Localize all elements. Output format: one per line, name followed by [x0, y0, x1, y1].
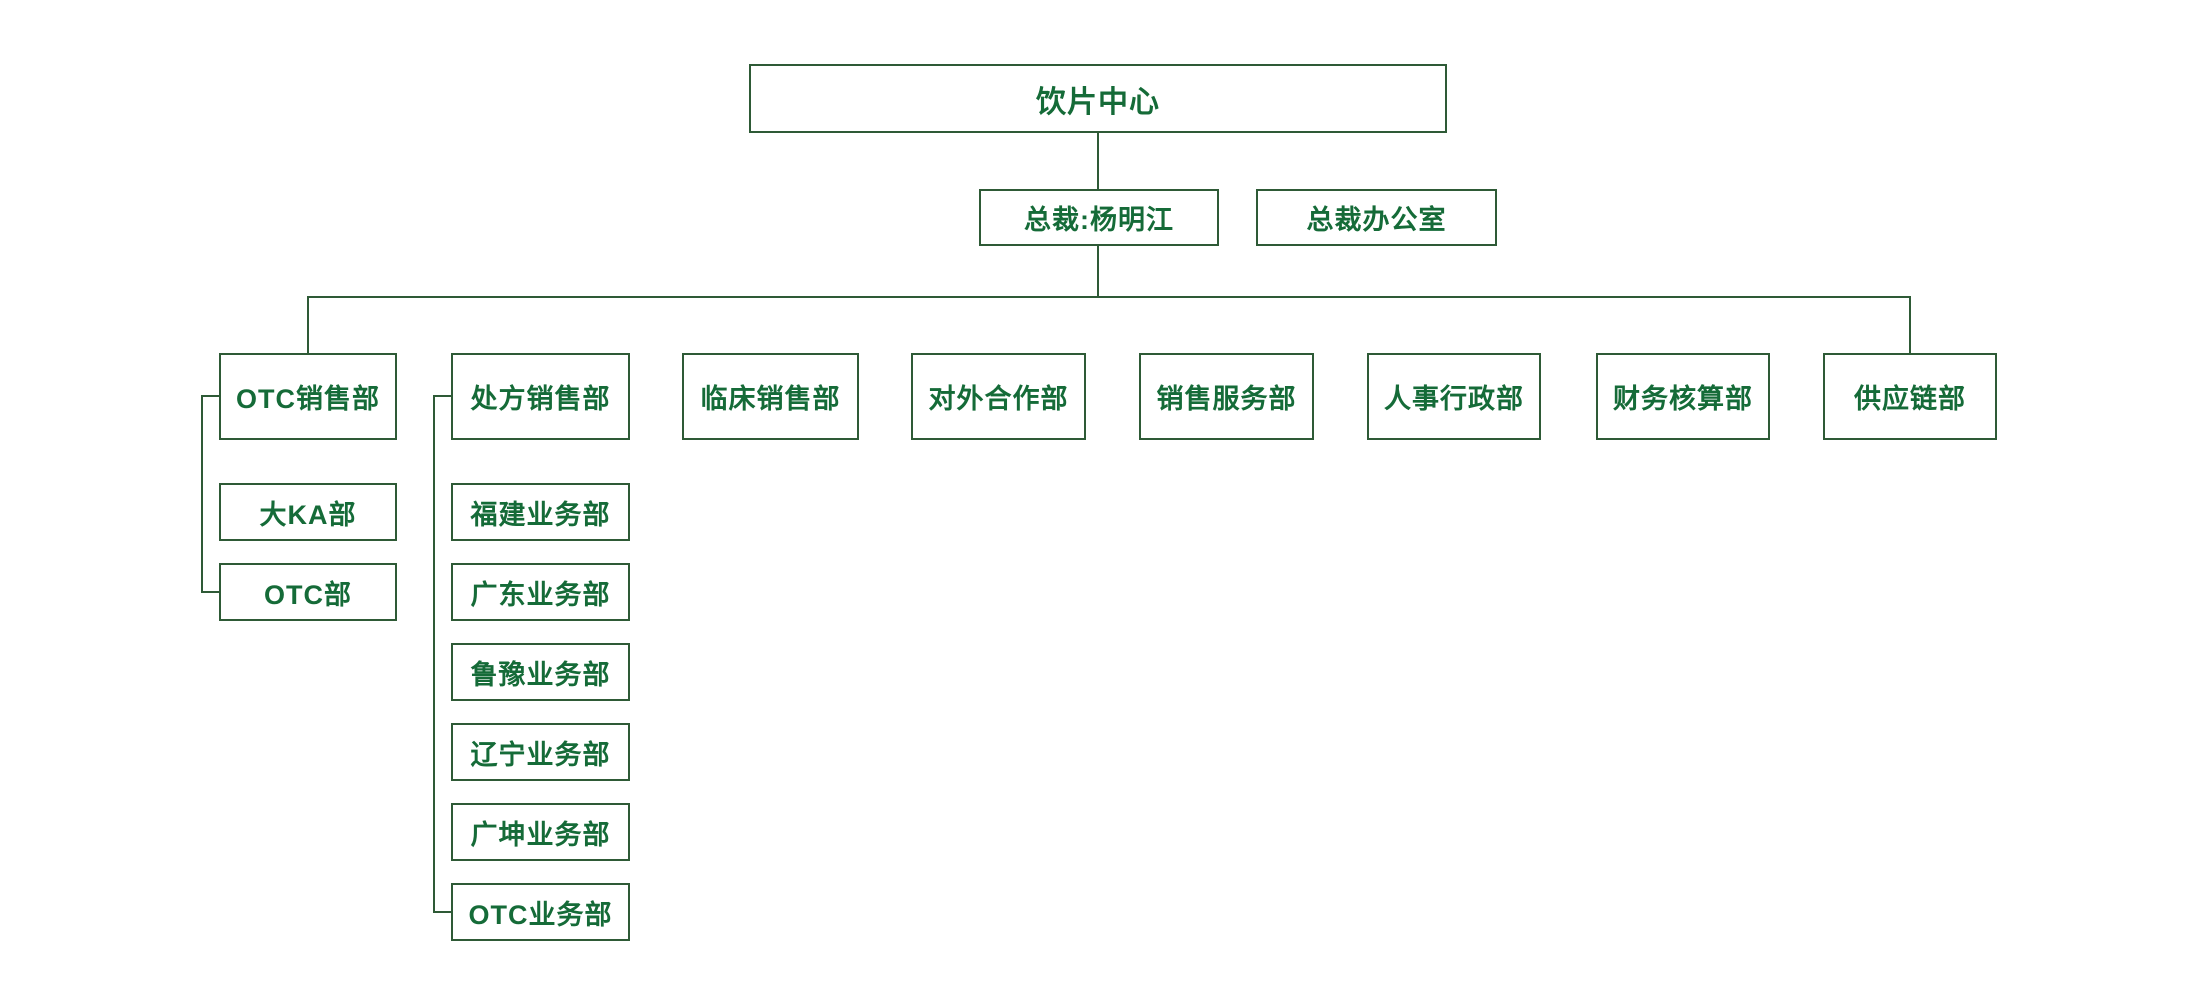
org-node-dept-otc-sales: OTC销售部	[219, 353, 397, 440]
org-node-liaoning-business-label: 辽宁业务部	[470, 739, 611, 770]
org-node-dept-finance-accounting: 财务核算部	[1596, 353, 1770, 440]
connector-bus-right-drop-line	[1909, 296, 1911, 353]
org-node-dept-sales-service: 销售服务部	[1139, 353, 1314, 440]
org-node-president: 总裁:杨明江	[979, 189, 1219, 246]
org-node-dept-clinical-sales: 临床销售部	[682, 353, 859, 440]
org-node-dept-otc-sales-label: OTC销售部	[236, 384, 380, 414]
org-node-dept-external-cooperation-label: 对外合作部	[928, 384, 1069, 414]
org-node-president-office: 总裁办公室	[1256, 189, 1497, 246]
org-node-big-ka: 大KA部	[219, 483, 397, 541]
connector-root-to-president-line	[1097, 133, 1099, 189]
org-node-otc: OTC部	[219, 563, 397, 621]
org-node-fujian-business: 福建业务部	[451, 483, 630, 541]
org-node-root-label: 饮片中心	[1036, 85, 1160, 119]
org-node-guangkun-business-label: 广坤业务部	[470, 819, 611, 850]
org-node-guangkun-business: 广坤业务部	[451, 803, 630, 861]
connector-otc-bracket-vertical-line	[201, 395, 203, 593]
connector-bus-left-drop-line	[307, 296, 309, 353]
org-node-otc-business-label: OTC业务部	[468, 899, 613, 930]
org-node-president-label: 总裁:杨明江	[1024, 205, 1174, 235]
org-node-dept-prescription-sales-label: 处方销售部	[470, 384, 611, 414]
org-node-fujian-business-label: 福建业务部	[470, 499, 611, 530]
org-node-dept-hr-admin: 人事行政部	[1367, 353, 1541, 440]
connector-bus-line	[307, 296, 1911, 298]
connector-rx-bracket-stub-bottom-line	[433, 911, 451, 913]
org-node-liaoning-business: 辽宁业务部	[451, 723, 630, 781]
org-node-dept-prescription-sales: 处方销售部	[451, 353, 630, 440]
org-node-dept-external-cooperation: 对外合作部	[911, 353, 1086, 440]
connector-otc-bracket-stub-top-line	[201, 395, 219, 397]
org-node-dept-clinical-sales-label: 临床销售部	[700, 384, 841, 414]
org-node-dept-hr-admin-label: 人事行政部	[1384, 384, 1524, 414]
connector-rx-bracket-vertical-line	[433, 395, 435, 913]
org-node-dept-finance-accounting-label: 财务核算部	[1613, 384, 1753, 414]
org-node-dept-sales-service-label: 销售服务部	[1156, 384, 1297, 414]
connector-president-to-bus-line	[1097, 246, 1099, 298]
org-node-president-office-label: 总裁办公室	[1306, 205, 1447, 235]
org-node-luyu-business: 鲁豫业务部	[451, 643, 630, 701]
org-node-otc-label: OTC部	[264, 579, 352, 610]
connector-otc-bracket-stub-bottom-line	[201, 591, 219, 593]
org-node-dept-supply-chain: 供应链部	[1823, 353, 1997, 440]
org-node-big-ka-label: 大KA部	[259, 499, 357, 530]
org-node-guangdong-business: 广东业务部	[451, 563, 630, 621]
org-node-root: 饮片中心	[749, 64, 1447, 133]
org-node-otc-business: OTC业务部	[451, 883, 630, 941]
org-node-guangdong-business-label: 广东业务部	[470, 579, 611, 610]
connector-rx-bracket-stub-top-line	[433, 395, 451, 397]
org-node-dept-supply-chain-label: 供应链部	[1854, 384, 1966, 414]
org-node-luyu-business-label: 鲁豫业务部	[470, 659, 611, 690]
